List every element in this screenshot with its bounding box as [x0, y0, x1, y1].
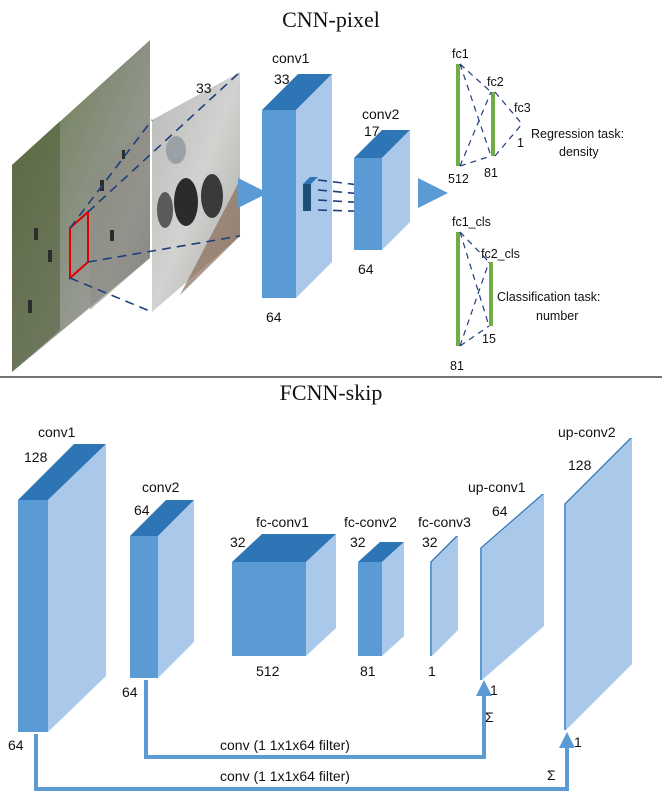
fc-conv2-size: 32 [350, 534, 366, 550]
enlarged-patch [152, 72, 240, 312]
up-conv2-name: up-conv2 [558, 424, 616, 440]
conv1-size: 33 [274, 71, 290, 87]
input-image [12, 40, 150, 372]
classification-dashed-lines [459, 231, 490, 347]
fc-conv2-depth: 81 [360, 663, 376, 679]
classification-fc-layers [456, 232, 493, 346]
fcnn-skip-title: FCNN-skip [280, 380, 383, 405]
fcnn-conv2-block [130, 500, 194, 678]
fc-conv3-size: 32 [422, 534, 438, 550]
patch-size-label: 33 [196, 80, 212, 96]
conv1-name: conv1 [272, 50, 310, 66]
conv2-block [354, 130, 410, 250]
fc-conv3-name: fc-conv3 [418, 514, 471, 530]
fc-conv2-name: fc-conv2 [344, 514, 397, 530]
skip-1-sum: Σ [485, 709, 494, 725]
classification-task-line1: Classification task: [497, 290, 601, 304]
fc-conv3-block [430, 536, 458, 656]
up-conv2-depth: 1 [574, 734, 582, 750]
fc3-name: fc3 [514, 101, 531, 115]
fc1-units: 512 [448, 172, 469, 186]
conv1-block [262, 74, 332, 298]
conv1-depth: 64 [266, 309, 282, 325]
fc-conv1-name: fc-conv1 [256, 514, 309, 530]
fcnn-conv1-name: conv1 [38, 424, 76, 440]
skip-connection-2 [34, 734, 569, 791]
fcnn-conv2-size: 64 [134, 502, 150, 518]
fc2-name: fc2 [487, 75, 504, 89]
skip-connection-1 [144, 680, 486, 759]
fcnn-conv1-block [18, 444, 106, 732]
fcnn-conv1-size: 128 [24, 449, 48, 465]
up-conv1-size: 64 [492, 503, 508, 519]
fcnn-conv1-depth: 64 [8, 737, 24, 753]
regression-task-line2: density [559, 145, 599, 159]
fc1-name: fc1 [452, 47, 469, 61]
skip-2-arrowhead [559, 732, 575, 748]
fc2-units: 81 [484, 166, 498, 180]
fcnn-conv2-depth: 64 [122, 684, 138, 700]
regression-task-line1: Regression task: [531, 127, 624, 141]
skip-2-sum: Σ [547, 767, 556, 783]
regression-dashed-lines [459, 63, 523, 167]
fc2-cls-units: 15 [482, 332, 496, 346]
fc-conv3-depth: 1 [428, 663, 436, 679]
skip-2-label: conv (1 1x1x64 filter) [220, 768, 350, 784]
classification-task-line2: number [536, 309, 578, 323]
patch-projection-lines [69, 71, 241, 313]
fc-conv2-block [358, 542, 404, 656]
fc2-cls-name: fc2_cls [481, 247, 520, 261]
up-conv2-size: 128 [568, 457, 592, 473]
conv2-name: conv2 [362, 106, 400, 122]
fc-conv1-depth: 512 [256, 663, 280, 679]
fc3-units: 1 [517, 136, 524, 150]
fc1-cls-name: fc1_cls [452, 215, 491, 229]
kernel-connection-lines [317, 179, 385, 213]
skip-1-arrowhead [476, 680, 492, 696]
up-conv1-depth: 1 [490, 682, 498, 698]
regression-fc-layers [456, 64, 495, 166]
cnn-pixel-title: CNN-pixel [282, 7, 380, 32]
fc1-cls-units: 81 [450, 359, 464, 373]
up-conv2-block [564, 438, 632, 730]
fc-conv1-block [232, 534, 336, 656]
fcnn-conv2-name: conv2 [142, 479, 180, 495]
skip-1-label: conv (1 1x1x64 filter) [220, 737, 350, 753]
up-conv1-name: up-conv1 [468, 479, 526, 495]
fc-conv1-size: 32 [230, 534, 246, 550]
up-conv1-block [480, 494, 544, 680]
conv2-size: 17 [364, 123, 380, 139]
conv-kernel-1 [303, 177, 318, 211]
conv2-depth: 64 [358, 261, 374, 277]
